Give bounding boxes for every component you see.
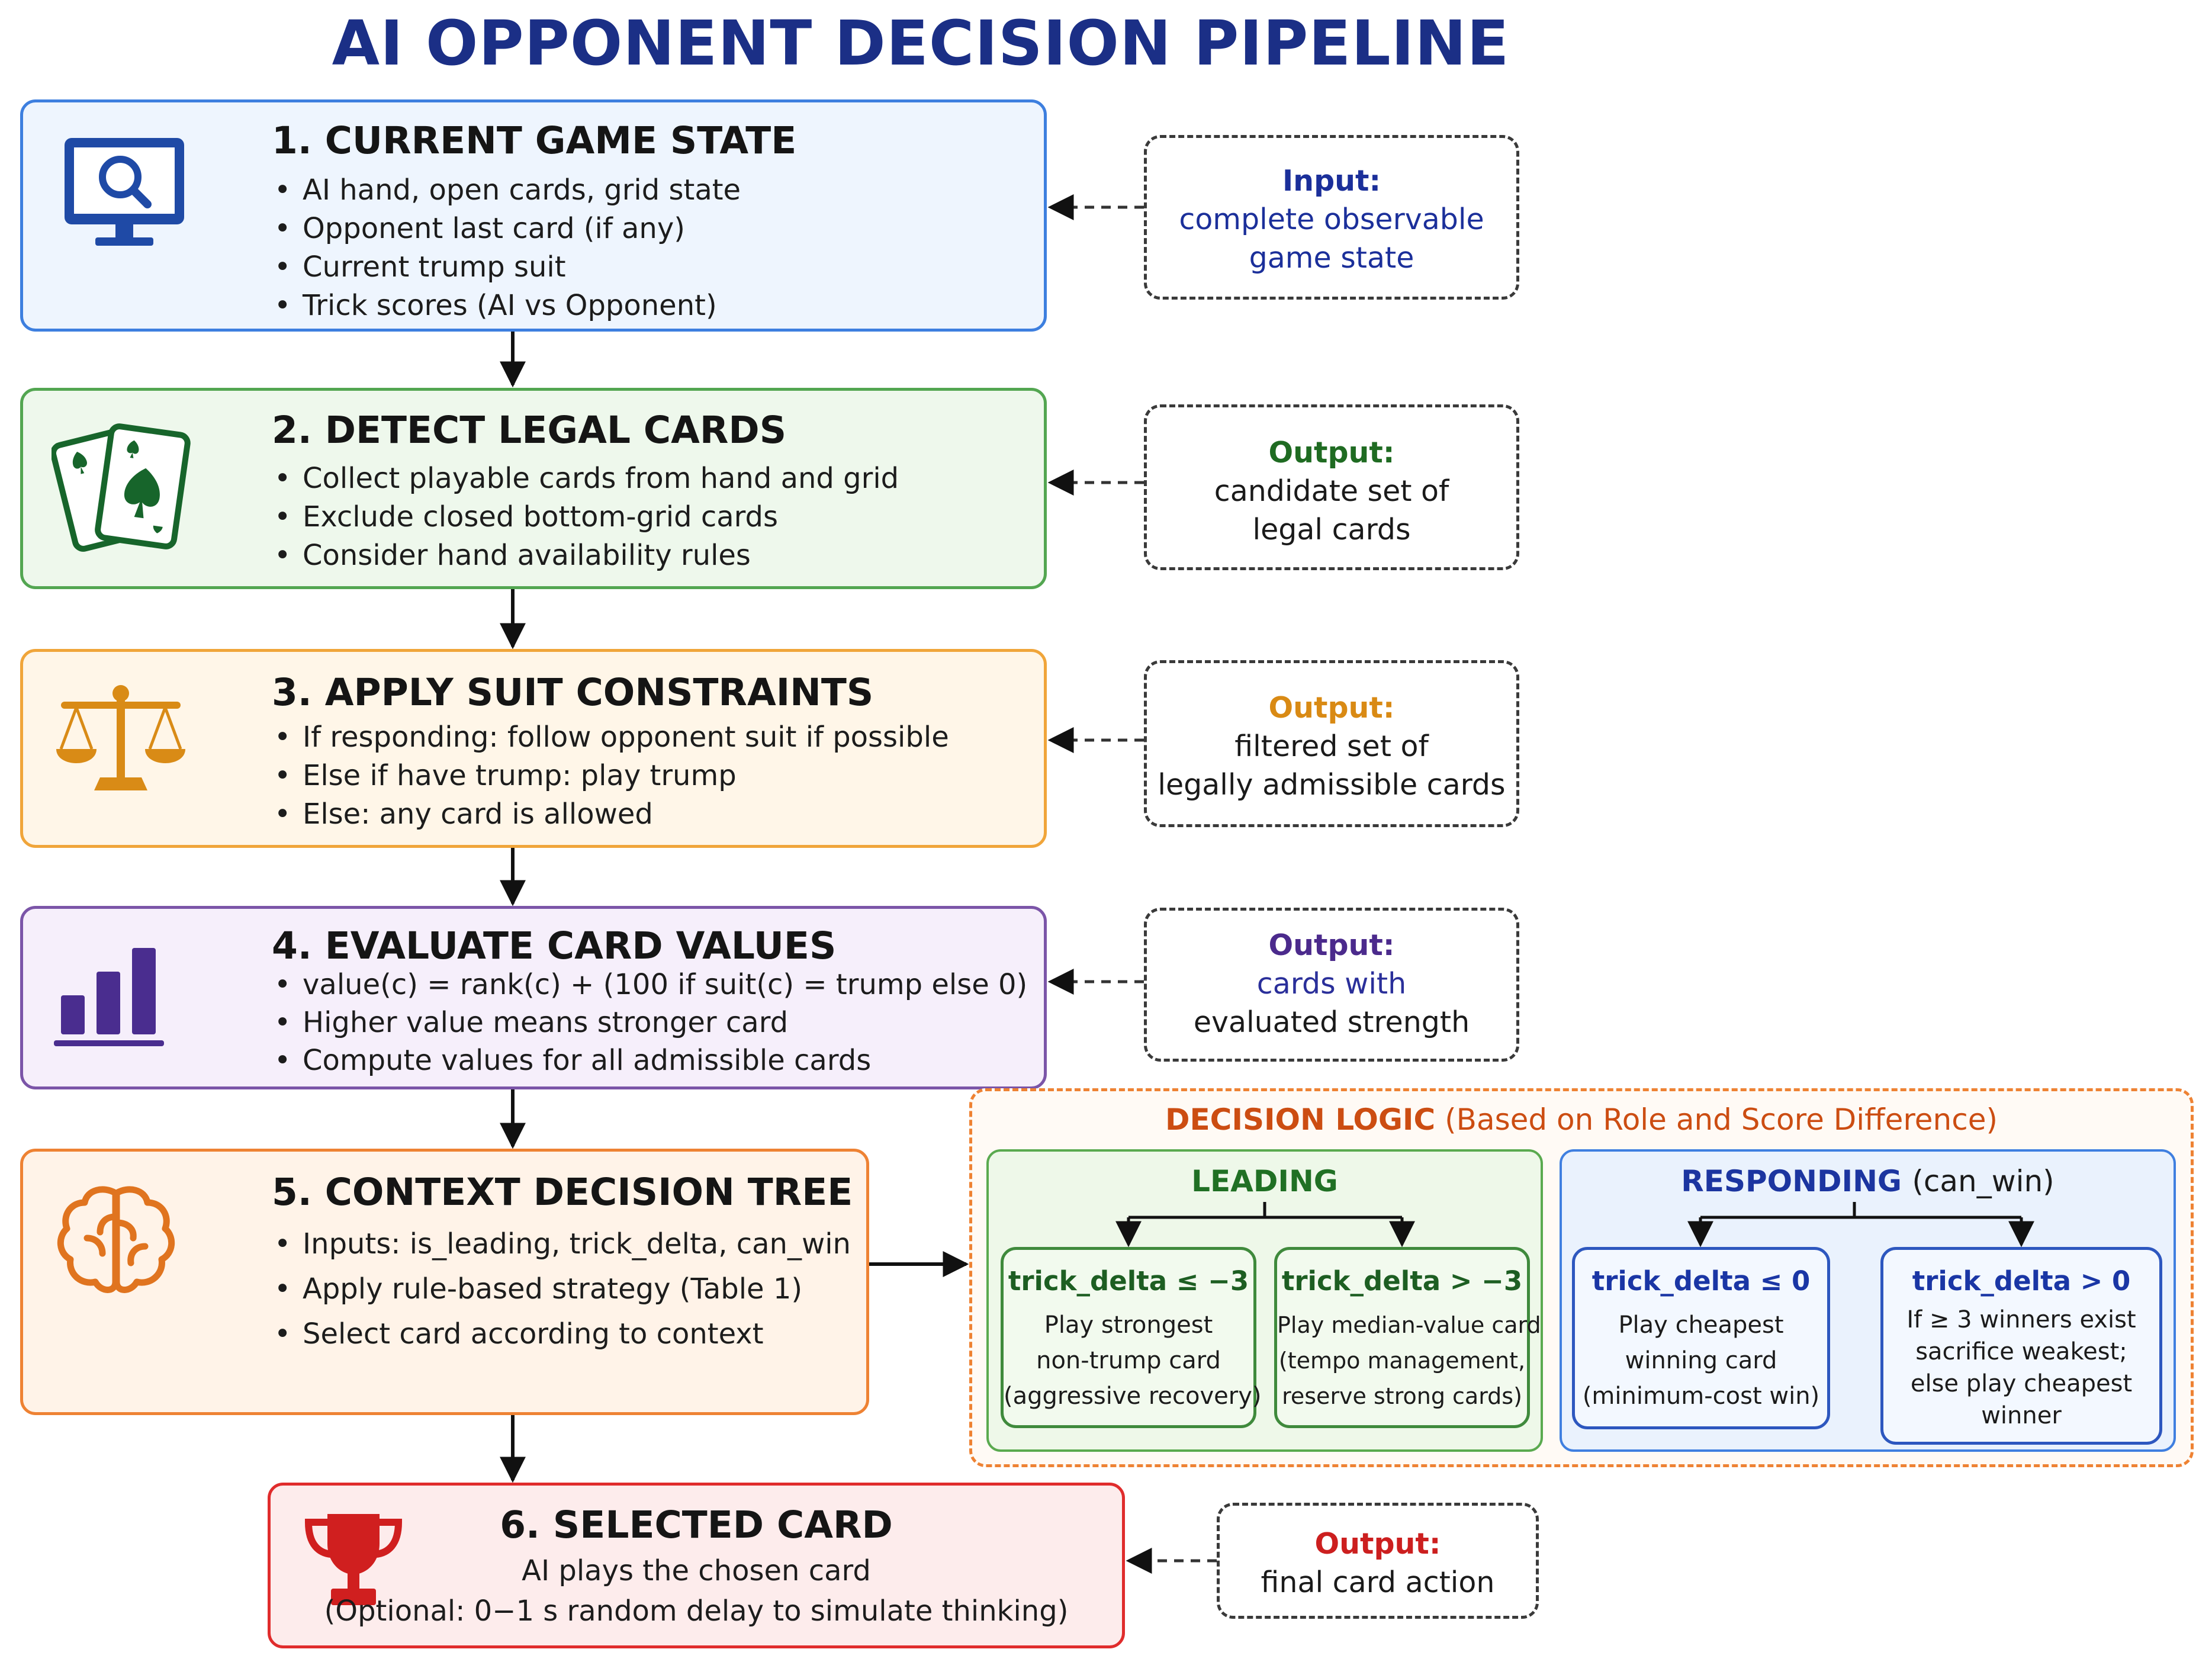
- decision-logic-heading: DECISION LOGIC: [1165, 1102, 1436, 1137]
- note-heading: Output:: [1268, 436, 1395, 470]
- monitor-search-icon: [61, 133, 188, 254]
- decision-logic-title: DECISION LOGIC (Based on Role and Score …: [969, 1102, 2194, 1137]
- stage-title: 5. CONTEXT DECISION TREE: [272, 1171, 853, 1214]
- stage-current-game-state: 1. CURRENT GAME STATE AI hand, open card…: [20, 99, 1047, 332]
- stage-bullets: If responding: follow opponent suit if p…: [272, 718, 949, 834]
- brain-icon: [54, 1181, 178, 1302]
- bullet: Else: any card is allowed: [272, 795, 949, 834]
- bullet: Inputs: is_leading, trick_delta, can_win: [272, 1221, 851, 1266]
- note-output-legal-cards: Output: candidate set of legal cards: [1144, 404, 1519, 570]
- note-line: filtered set of: [1234, 729, 1429, 763]
- leaf-action: Play strongest non-trump card (aggressiv…: [1004, 1307, 1262, 1414]
- note-output-evaluated-strength: Output: cards with evaluated strength: [1144, 908, 1519, 1062]
- playing-cards-icon: [50, 413, 194, 564]
- bullet: Higher value means stronger card: [272, 1004, 1027, 1041]
- bullet: AI hand, open cards, grid state: [272, 171, 741, 210]
- leaf-condition: trick_delta ≤ 0: [1592, 1265, 1811, 1297]
- leaf-condition: trick_delta > 0: [1912, 1265, 2131, 1297]
- bullet: Compute values for all admissible cards: [272, 1041, 1027, 1079]
- stage-bullets: value(c) = rank(c) + (100 if suit(c) = t…: [272, 966, 1027, 1079]
- stage-bullets: Inputs: is_leading, trick_delta, can_win…: [272, 1221, 851, 1356]
- stage-line: (Optional: 0−1 s random delay to simulat…: [324, 1595, 1069, 1628]
- leaf-action: Play cheapest winning card (minimum-cost…: [1575, 1307, 1827, 1414]
- bar-chart-icon: [53, 936, 171, 1051]
- leaf-line: sacrifice weakest;: [1915, 1338, 2127, 1365]
- note-line: candidate set of: [1214, 474, 1449, 508]
- stage-title: 3. APPLY SUIT CONSTRAINTS: [272, 671, 874, 714]
- stage-title: 2. DETECT LEGAL CARDS: [272, 409, 787, 452]
- bullet: Collect playable cards from hand and gri…: [272, 459, 899, 498]
- note-line: legally admissible cards: [1158, 768, 1506, 802]
- leaf-leading-ahead: trick_delta > −3 Play median-value card …: [1274, 1247, 1541, 1428]
- leaf-line: winner: [1981, 1402, 2062, 1429]
- bullet: Else if have trump: play trump: [272, 757, 949, 795]
- stage-title: 6. SELECTED CARD: [500, 1503, 893, 1547]
- note-output-admissible-cards: Output: filtered set of legally admissib…: [1144, 660, 1519, 827]
- leaf-leading-behind: trick_delta ≤ −3 Play strongest non-trum…: [1001, 1247, 1262, 1428]
- stage-line: AI plays the chosen card: [522, 1554, 871, 1587]
- stage-detect-legal-cards: 2. DETECT LEGAL CARDS Collect playable c…: [20, 388, 1047, 589]
- leaf-action: If ≥ 3 winners exist sacrifice weakest; …: [1883, 1304, 2159, 1432]
- leaf-line: Play cheapest: [1618, 1311, 1784, 1339]
- page-title: AI OPPONENT DECISION PIPELINE: [332, 7, 1510, 79]
- bullet: Apply rule-based strategy (Table 1): [272, 1266, 851, 1311]
- note-line: complete observable: [1179, 202, 1484, 236]
- leaf-line: (minimum-cost win): [1582, 1383, 1820, 1410]
- bullet: Current trump suit: [272, 248, 741, 287]
- leading-label: LEADING: [1191, 1164, 1338, 1198]
- decision-logic-subtitle: (Based on Role and Score Difference): [1445, 1102, 1998, 1137]
- leaf-responding-behind: trick_delta ≤ 0 Play cheapest winning ca…: [1572, 1247, 1830, 1429]
- leaf-line: reserve strong cards): [1282, 1383, 1522, 1409]
- bullet: Opponent last card (if any): [272, 210, 741, 248]
- note-line: legal cards: [1252, 513, 1411, 547]
- leaf-line: Play strongest: [1044, 1311, 1213, 1339]
- note-line: evaluated strength: [1193, 1005, 1470, 1039]
- leaf-responding-ahead: trick_delta > 0 If ≥ 3 winners exist sac…: [1880, 1247, 2162, 1445]
- note-heading: Input:: [1282, 164, 1381, 198]
- leaf-action: Play median-value card (tempo management…: [1277, 1307, 1541, 1414]
- note-heading: Output:: [1268, 928, 1395, 962]
- trophy-icon: [300, 1506, 407, 1615]
- stage-apply-suit-constraints: 3. APPLY SUIT CONSTRAINTS If responding:…: [20, 649, 1047, 848]
- note-heading: Output:: [1314, 1527, 1441, 1561]
- bullet: Select card according to context: [272, 1311, 851, 1356]
- stage-bullets: AI hand, open cards, grid state Opponent…: [272, 171, 741, 325]
- responding-qualifier: (can_win): [1912, 1164, 2055, 1198]
- leaf-line: (aggressive recovery): [1004, 1383, 1262, 1410]
- stage-evaluate-card-values: 4. EVALUATE CARD VALUES value(c) = rank(…: [20, 906, 1047, 1089]
- bullet: value(c) = rank(c) + (100 if suit(c) = t…: [272, 966, 1027, 1004]
- note-line: final card action: [1261, 1565, 1495, 1599]
- bullet: Trick scores (AI vs Opponent): [272, 287, 741, 325]
- note-line: cards with: [1256, 967, 1407, 1001]
- bullet: Consider hand availability rules: [272, 536, 899, 575]
- responding-label: RESPONDING (can_win): [1560, 1164, 2176, 1198]
- leaf-line: winning card: [1625, 1347, 1777, 1374]
- balance-scale-icon: [53, 679, 189, 800]
- bullet: If responding: follow opponent suit if p…: [272, 718, 949, 757]
- responding-heading: RESPONDING: [1681, 1164, 1902, 1198]
- note-input-game-state: Input: complete observable game state: [1144, 135, 1519, 300]
- stage-title: 4. EVALUATE CARD VALUES: [272, 924, 837, 967]
- leaf-line: Play median-value card: [1277, 1312, 1541, 1338]
- bullet: Exclude closed bottom-grid cards: [272, 498, 899, 536]
- stage-selected-card: 6. SELECTED CARD AI plays the chosen car…: [268, 1483, 1125, 1648]
- leaf-line: (tempo management,: [1278, 1348, 1526, 1374]
- stage-context-decision-tree: 5. CONTEXT DECISION TREE Inputs: is_lead…: [20, 1149, 869, 1415]
- note-line: game state: [1249, 241, 1414, 275]
- leaf-line: If ≥ 3 winners exist: [1906, 1306, 2136, 1333]
- leaf-line: non-trump card: [1036, 1347, 1221, 1374]
- leaf-line: else play cheapest: [1910, 1370, 2133, 1397]
- note-output-final-action: Output: final card action: [1217, 1503, 1539, 1619]
- note-heading: Output:: [1268, 691, 1395, 725]
- leaf-condition: trick_delta > −3: [1281, 1265, 1523, 1297]
- stage-title: 1. CURRENT GAME STATE: [272, 119, 797, 162]
- stage-bullets: Collect playable cards from hand and gri…: [272, 459, 899, 575]
- leaf-condition: trick_delta ≤ −3: [1008, 1265, 1249, 1297]
